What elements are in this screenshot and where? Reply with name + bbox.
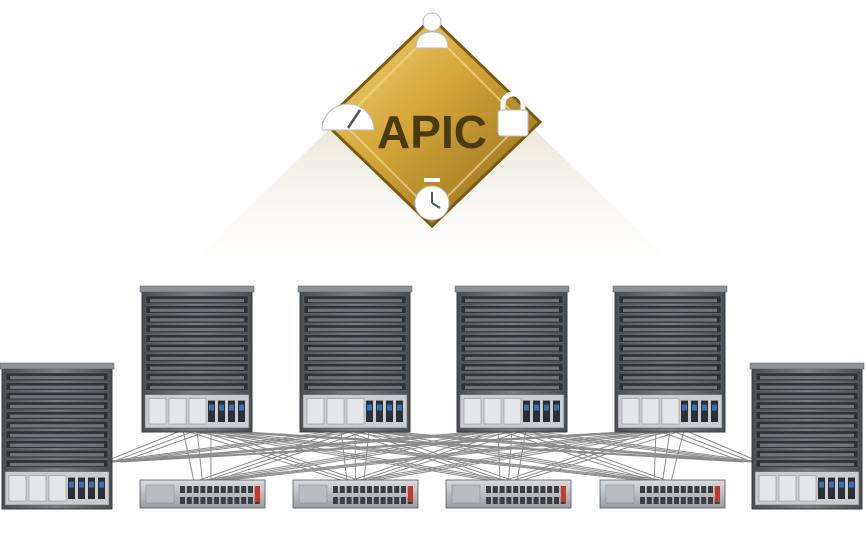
spine-switch-group: [139, 285, 728, 433]
cable-link: [202, 429, 671, 483]
cable-link: [525, 429, 672, 483]
cable-link: [111, 429, 513, 463]
leaf-switch-group: [139, 479, 726, 509]
cable-link: [202, 429, 356, 483]
cable-link: [655, 429, 744, 463]
apic-label: APIC: [377, 106, 487, 158]
cable-link: [196, 429, 356, 483]
user-icon: [415, 12, 449, 49]
cable-link: [196, 429, 509, 483]
cable-link: [355, 429, 671, 483]
spine-1-switch[interactable]: [139, 285, 255, 433]
leaf-3-switch[interactable]: [445, 479, 572, 509]
cable-link: [499, 429, 657, 483]
cable-link: [120, 429, 685, 463]
fabric-cabling: [103, 429, 761, 483]
spine-4-switch[interactable]: [612, 285, 728, 433]
cable-link: [120, 429, 370, 463]
cable-link: [193, 429, 342, 483]
cable-link: [182, 429, 655, 483]
apic-controller[interactable]: APIC: [321, 12, 543, 229]
cable-link: [210, 429, 370, 483]
cable-link: [669, 429, 753, 463]
cable-link: [182, 429, 348, 483]
cable-link: [202, 429, 513, 483]
cable-link: [653, 429, 657, 483]
cable-link: [670, 429, 685, 483]
cable-link: [111, 429, 671, 463]
cable-link: [354, 429, 753, 463]
cable-link: [508, 429, 671, 483]
cable-link: [111, 429, 198, 463]
edge-right-chassis[interactable]: [749, 362, 865, 510]
gauge-icon: [321, 103, 375, 131]
cable-link: [111, 429, 356, 463]
apic-diamond: [321, 15, 543, 229]
leaf-4-switch[interactable]: [599, 479, 726, 509]
cable-link: [103, 429, 657, 463]
spine-3-switch[interactable]: [454, 285, 570, 433]
cable-link: [103, 429, 342, 463]
cable-link: [103, 429, 184, 463]
edge-chassis-group: [0, 362, 865, 510]
cable-link: [662, 429, 671, 483]
clock-icon: [414, 178, 450, 221]
leaf-2-switch[interactable]: [292, 479, 419, 509]
cable-link: [120, 429, 212, 463]
cable-link: [194, 429, 499, 483]
cable-link: [194, 429, 657, 483]
cable-link: [683, 429, 761, 463]
cable-link: [340, 429, 501, 483]
cable-link: [347, 429, 657, 483]
cable-link: [103, 429, 499, 463]
cable-link: [182, 429, 501, 483]
lock-icon: [497, 91, 529, 137]
leaf-1-switch[interactable]: [139, 479, 266, 509]
edge-left-chassis[interactable]: [0, 362, 115, 510]
spine-2-switch[interactable]: [297, 285, 413, 433]
